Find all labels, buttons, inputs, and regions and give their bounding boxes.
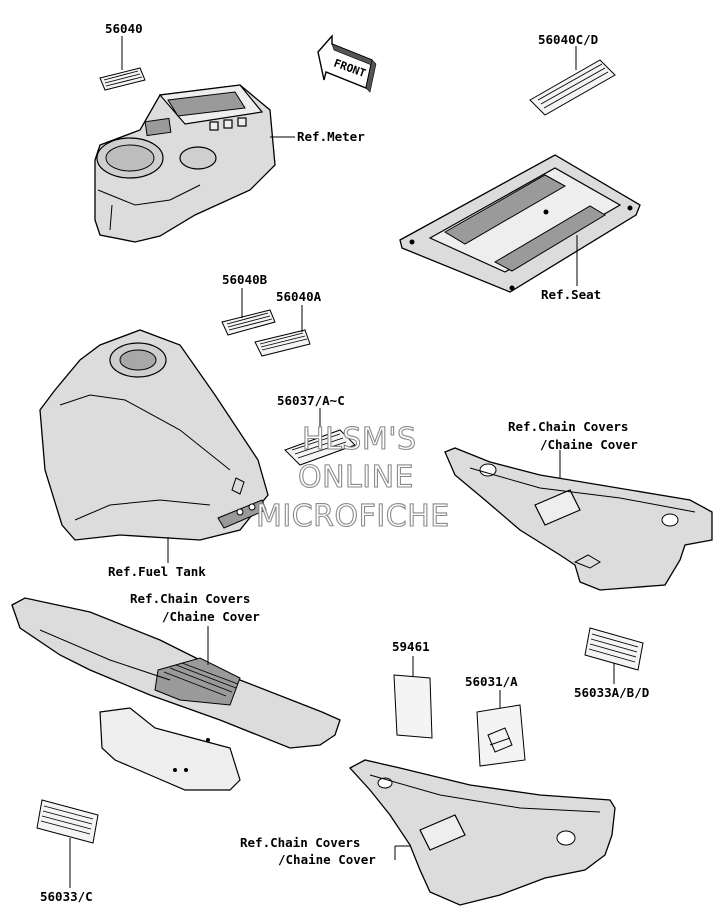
label-56037: 56037/A~C xyxy=(277,393,345,408)
label-ref-chain-1b: /Chaine Cover xyxy=(540,437,638,452)
label-56031: 56031/A xyxy=(465,674,518,689)
fuel-tank-part xyxy=(39,329,269,541)
decal-59461 xyxy=(393,674,433,739)
label-ref-seat: Ref.Seat xyxy=(541,287,601,302)
label-ref-fuel-tank: Ref.Fuel Tank xyxy=(108,564,206,579)
label-ref-chain-3a: Ref.Chain Covers xyxy=(240,835,360,850)
label-56040cd: 56040C/D xyxy=(538,32,598,47)
decal-56031 xyxy=(476,704,526,767)
decal-56037 xyxy=(284,429,356,466)
watermark-line-2: ONLINE xyxy=(298,460,414,495)
watermark: HLSM'S ONLINE MICROFICHE xyxy=(255,421,450,534)
decal-56040cd xyxy=(529,59,616,116)
label-59461: 59461 xyxy=(392,639,430,654)
label-56033abd: 56033A/B/D xyxy=(574,685,649,700)
label-ref-chain-2a: Ref.Chain Covers xyxy=(130,591,250,606)
chain-cover-bottom-right xyxy=(348,759,616,906)
chain-cover-upper-right xyxy=(444,447,713,591)
chain-cover-lower-left xyxy=(11,597,341,791)
label-56033c: 56033/C xyxy=(40,889,93,904)
label-56040: 56040 xyxy=(105,21,143,36)
meter-assembly xyxy=(94,84,276,243)
decal-56040 xyxy=(99,67,146,91)
label-56040a: 56040A xyxy=(276,289,322,304)
seat-base-part xyxy=(399,154,641,293)
watermark-line-1: HLSM'S xyxy=(302,422,417,457)
watermark-line-3: MICROFICHE xyxy=(256,499,450,534)
decal-56040b xyxy=(221,309,276,336)
front-arrow: FRONT xyxy=(317,34,377,93)
label-ref-chain-3b: /Chaine Cover xyxy=(278,852,376,867)
decal-56040a xyxy=(254,329,311,357)
label-ref-chain-2b: /Chaine Cover xyxy=(162,609,260,624)
label-ref-meter: Ref.Meter xyxy=(297,129,365,144)
decal-56033abd xyxy=(584,627,644,671)
label-56040b: 56040B xyxy=(222,272,268,287)
label-ref-chain-1a: Ref.Chain Covers xyxy=(508,419,628,434)
decal-56033c xyxy=(36,799,99,844)
